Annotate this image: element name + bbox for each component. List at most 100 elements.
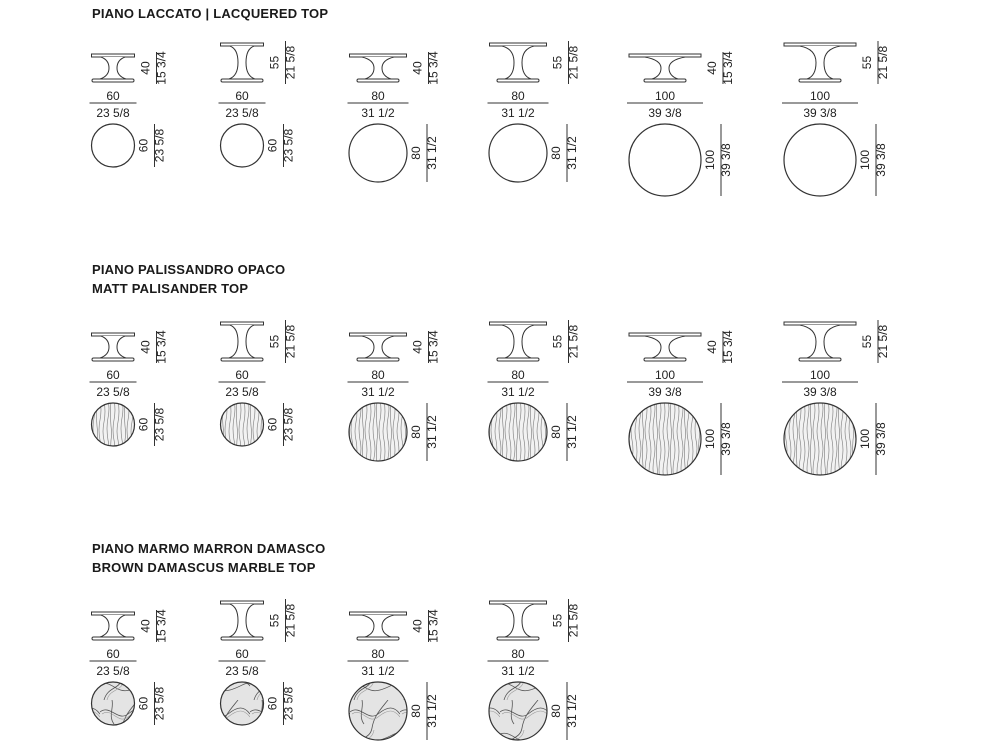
table-top [628, 332, 702, 337]
width-inches: 39 3/8 [648, 106, 682, 120]
height-cm: 40 [705, 340, 719, 354]
table-top [91, 611, 135, 616]
height-inches: 15 3/4 [427, 609, 441, 643]
table-side-view [91, 332, 135, 362]
section-title: BROWN DAMASCUS MARBLE TOP [92, 560, 316, 575]
height-inches: 15 3/4 [155, 330, 169, 364]
diameter-inches: 39 3/8 [874, 422, 888, 456]
diameter-inches: 31 1/2 [425, 694, 439, 728]
width-cm: 60 [106, 647, 120, 661]
table-base [356, 78, 400, 83]
diameter-inches: 39 3/8 [719, 422, 733, 456]
table-top [628, 53, 702, 58]
width-cm: 60 [106, 89, 120, 103]
table-side-view [91, 611, 135, 641]
tulip-stem [799, 324, 841, 359]
diameter-cm: 100 [858, 150, 872, 170]
height-cm: 40 [139, 340, 153, 354]
height-cm: 55 [551, 335, 565, 349]
diameter-inches: 23 5/8 [282, 686, 296, 720]
diameter-inches: 23 5/8 [153, 128, 167, 162]
table-top-view-lacquered [219, 123, 265, 168]
table-top [349, 332, 407, 337]
diameter-cm: 100 [703, 429, 717, 449]
tulip-stem [361, 614, 395, 638]
width-inches: 31 1/2 [501, 106, 535, 120]
height-inches: 21 5/8 [567, 324, 581, 358]
tulip-stem [99, 614, 127, 638]
diameter-inches: 31 1/2 [425, 136, 439, 170]
diameter-inches: 31 1/2 [425, 415, 439, 449]
tulip-stem [228, 45, 256, 80]
table-base [643, 357, 687, 362]
table-base [220, 636, 264, 641]
table-top-view-palisander [488, 402, 548, 462]
table-base [356, 357, 400, 362]
width-inches: 23 5/8 [96, 664, 130, 678]
table-top [91, 332, 135, 337]
width-inches: 23 5/8 [96, 106, 130, 120]
section-title: MATT PALISANDER TOP [92, 281, 248, 296]
height-cm: 40 [411, 340, 425, 354]
height-cm: 55 [860, 335, 874, 349]
width-inches: 31 1/2 [501, 385, 535, 399]
tulip-stem [361, 335, 395, 359]
width-cm: 80 [371, 89, 385, 103]
table-side-view [349, 611, 407, 641]
diameter-cm: 60 [137, 697, 151, 711]
diameter-inches: 31 1/2 [565, 694, 579, 728]
width-cm: 80 [511, 368, 525, 382]
diameter-cm: 100 [858, 429, 872, 449]
width-cm: 80 [511, 647, 525, 661]
height-inches: 21 5/8 [284, 45, 298, 79]
height-cm: 40 [139, 619, 153, 633]
width-cm: 100 [655, 368, 675, 382]
height-inches: 15 3/4 [721, 51, 735, 85]
diameter-cm: 60 [266, 697, 280, 711]
diameter-cm: 80 [409, 425, 423, 439]
height-inches: 15 3/4 [721, 330, 735, 364]
table-top [91, 53, 135, 58]
table-base [496, 636, 540, 641]
height-cm: 40 [139, 61, 153, 75]
table-side-view [783, 42, 857, 83]
diameter-cm: 80 [409, 146, 423, 160]
table-side-view [783, 321, 857, 362]
width-cm: 60 [235, 89, 249, 103]
height-inches: 15 3/4 [155, 609, 169, 643]
width-cm: 100 [810, 368, 830, 382]
width-cm: 100 [655, 89, 675, 103]
width-inches: 23 5/8 [225, 385, 259, 399]
table-top-view-palisander [628, 402, 702, 476]
width-cm: 100 [810, 89, 830, 103]
diameter-inches: 23 5/8 [153, 407, 167, 441]
table-side-view [489, 42, 547, 83]
height-cm: 55 [268, 56, 282, 70]
table-top-view-lacquered [90, 123, 136, 168]
width-cm: 60 [106, 368, 120, 382]
table-side-view [489, 600, 547, 641]
table-top [349, 53, 407, 58]
table-side-view [220, 600, 264, 641]
diameter-inches: 23 5/8 [282, 407, 296, 441]
diameter-cm: 60 [137, 139, 151, 153]
table-top [783, 321, 857, 326]
height-inches: 21 5/8 [876, 324, 890, 358]
table-side-view [628, 53, 702, 83]
table-base [220, 357, 264, 362]
height-inches: 21 5/8 [284, 603, 298, 637]
table-top-view-palisander [783, 402, 857, 476]
